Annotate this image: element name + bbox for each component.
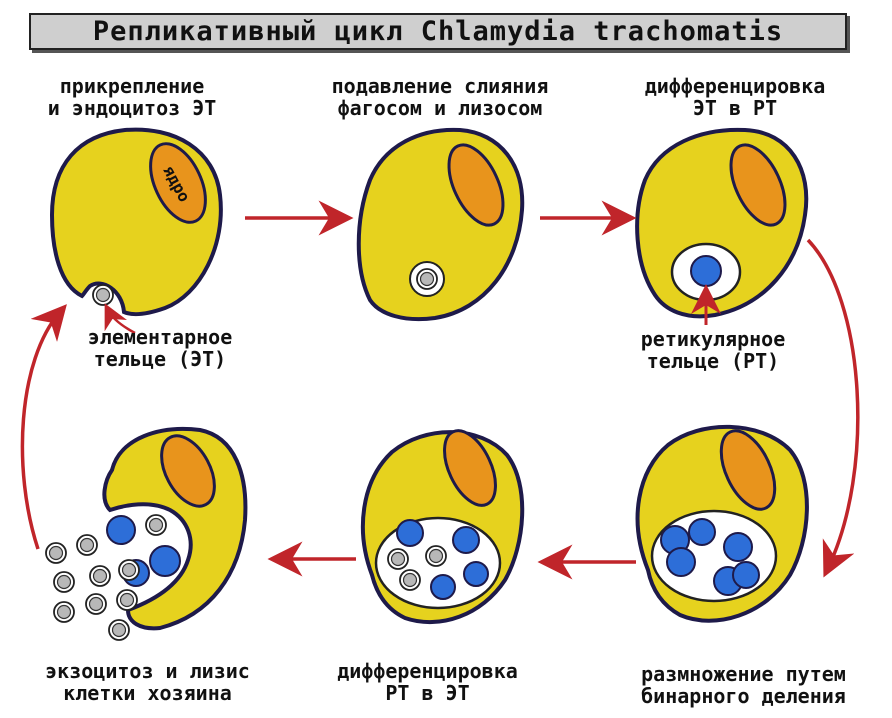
label-fusion-block: подавление слияния фагосом и лизосом — [331, 74, 549, 120]
label-rt-to-et: дифференцировка РТ в ЭТ — [337, 659, 518, 705]
elementary-body-5c — [399, 569, 421, 591]
reticulate-bodies-5 — [396, 519, 489, 600]
arrow-6-to-1 — [20, 304, 67, 550]
cell-exocytosis — [45, 427, 248, 641]
cell-attachment: ядро — [49, 127, 223, 317]
cell-et-to-rt — [635, 127, 809, 325]
et-pointer-arrow — [104, 303, 136, 335]
nucleus-3 — [729, 143, 787, 227]
cycle-arrows — [20, 200, 860, 580]
elementary-body-attaching — [92, 284, 114, 306]
label-attachment: прикрепление и эндоцитоз ЭТ — [47, 74, 217, 120]
nucleus-6 — [160, 434, 216, 508]
arrow-3-to-4 — [806, 238, 860, 578]
elementary-body-5a — [387, 548, 409, 570]
label-reticulate-body: ретикулярное тельце (РТ) — [640, 327, 786, 373]
elementary-body-2 — [416, 268, 438, 290]
label-exocytosis: экзоцитоз и лизис клетки хозяина — [45, 659, 250, 705]
cell-fusion-block — [356, 127, 525, 322]
label-et-to-rt: дифференцировка ЭТ в РТ — [644, 74, 826, 120]
nucleus-5 — [443, 429, 497, 507]
label-elementary-body: элементарное тельце (ЭТ) — [87, 325, 233, 371]
reticulate-bodies-dividing — [660, 518, 760, 596]
diagram-title: Репликативный цикл Chlamydia trachomatis — [92, 16, 784, 47]
cell-rt-to-et — [360, 429, 525, 625]
reticulate-body-3 — [690, 255, 722, 287]
reticulate-bodies-6 — [106, 515, 181, 587]
elementary-body-5b — [425, 545, 447, 567]
title-banner: Репликативный цикл Chlamydia trachomatis — [29, 13, 847, 50]
nucleus-1 — [149, 142, 207, 224]
nucleus-2 — [447, 143, 505, 227]
cell-binary-fission — [635, 424, 809, 623]
label-binary-fission: размножение путем бинарного деления — [641, 662, 846, 708]
nucleus-4 — [719, 429, 777, 511]
